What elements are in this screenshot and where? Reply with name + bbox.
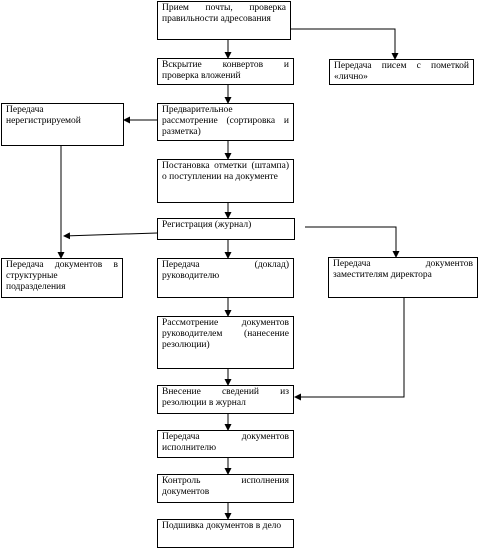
- arrow-registration-to-structural: [63, 232, 158, 240]
- arrow-registration-to-deputies: [305, 226, 400, 258]
- node-structural: Передача документов в структурные подраз…: [1, 258, 123, 298]
- arrow-deputies-to-journal: [294, 298, 405, 401]
- node-preliminary: Предварительное рассмотрение (сортировка…: [157, 103, 294, 141]
- node-receive: Прием почты, проверка правильности адрес…: [157, 1, 291, 40]
- node-filing: Подшивка документов в дело: [157, 519, 294, 548]
- node-executor: Передача документов исполнителю: [157, 430, 294, 458]
- node-open: Вскрытие конвертов и проверка вложений: [157, 58, 294, 85]
- arrow-receive-to-personal: [291, 28, 399, 60]
- node-stamp: Постановка отметки (штампа) о поступлени…: [157, 159, 294, 203]
- node-unregistered: Передача нерегистрируемой: [1, 103, 124, 146]
- node-registration: Регистрация (журнал): [157, 218, 295, 240]
- node-deputies: Передача документов заместителям директо…: [328, 257, 478, 298]
- node-review: Рассмотрение документов руководителем (н…: [157, 316, 294, 369]
- node-to-head: Передача (доклад) руководителю: [157, 258, 294, 298]
- node-personal: Передача писем с пометкой «лично»: [329, 59, 474, 85]
- node-journal: Внесение сведений из резолюции в журнал: [157, 385, 294, 414]
- node-control: Контроль исполнения документов: [157, 474, 294, 503]
